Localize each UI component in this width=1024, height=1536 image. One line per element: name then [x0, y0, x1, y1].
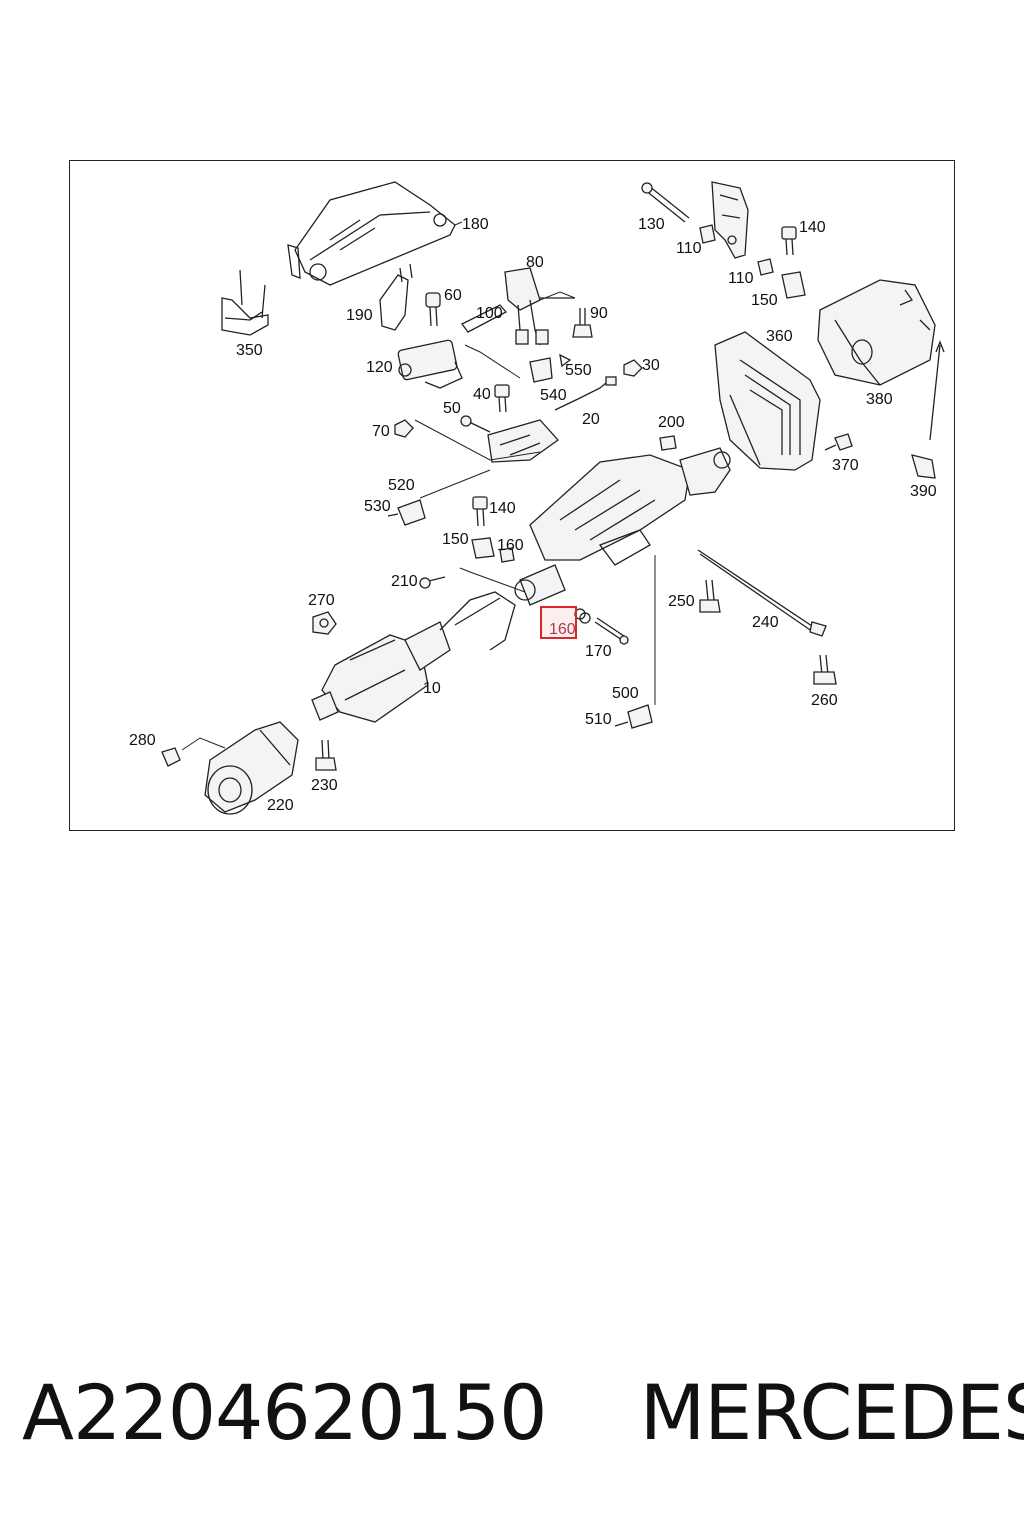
callout-70: 70 — [372, 423, 390, 440]
part-column-main — [514, 447, 731, 606]
callout-380: 380 — [866, 391, 893, 408]
callout-260: 260 — [811, 692, 838, 709]
part-120-motor — [397, 339, 463, 389]
part-380-cover — [817, 279, 936, 386]
part-360-housing — [714, 331, 821, 471]
callout-160-highlighted: 160 — [549, 621, 576, 638]
callout-50: 50 — [443, 400, 461, 417]
callout-230: 230 — [311, 777, 338, 794]
callout-110-b: 110 — [728, 270, 754, 287]
part-280-230-220 — [161, 721, 337, 815]
callout-200: 200 — [658, 414, 685, 431]
part-180-bracket — [287, 181, 456, 286]
callout-220: 220 — [267, 797, 294, 814]
callout-10: 10 — [423, 680, 441, 697]
callout-280: 280 — [129, 732, 156, 749]
callout-500: 500 — [612, 685, 639, 702]
part-250-240 — [697, 549, 827, 637]
callout-190: 190 — [346, 307, 373, 324]
part-130-bolt — [641, 182, 690, 223]
callout-110-a: 110 — [676, 240, 702, 257]
callout-labels: 180 350 190 60 80 90 100 120 550 540 40 … — [129, 216, 937, 814]
brand-name: MERCEDES — [639, 1368, 1024, 1457]
callout-90: 90 — [590, 305, 608, 322]
callout-240: 240 — [752, 614, 779, 631]
part-60-bolt — [425, 292, 441, 327]
part-caption: A2204620150 MERCEDES — [22, 1368, 1024, 1457]
callout-350: 350 — [236, 342, 263, 359]
callout-20: 20 — [582, 411, 600, 428]
part-370-200 — [659, 433, 853, 451]
part-390-clip — [911, 340, 945, 479]
highlight-box-160[interactable] — [540, 606, 577, 639]
callout-370: 370 — [832, 457, 859, 474]
leader-lines — [181, 221, 576, 751]
callout-210: 210 — [391, 573, 418, 590]
callout-150-b: 150 — [442, 531, 469, 548]
part-140-150-top — [781, 226, 806, 299]
callout-80: 80 — [526, 254, 544, 271]
callout-100: 100 — [476, 305, 503, 322]
callout-160-a: 160 — [497, 537, 524, 554]
callout-40: 40 — [473, 386, 491, 403]
callout-540: 540 — [540, 387, 567, 404]
callout-270: 270 — [308, 592, 335, 609]
part-110-nuts — [699, 224, 774, 276]
callout-520: 520 — [388, 477, 415, 494]
part-500-510 — [614, 555, 656, 729]
callout-150-a: 150 — [751, 292, 778, 309]
callout-130: 130 — [638, 216, 665, 233]
part-number: A2204620150 — [22, 1368, 548, 1457]
part-270-nut — [312, 611, 337, 635]
part-40-screw — [494, 384, 510, 413]
callout-120: 120 — [366, 359, 393, 376]
part-top-bracket — [711, 181, 749, 259]
callout-390: 390 — [910, 483, 937, 500]
callout-510: 510 — [585, 711, 612, 728]
part-540-550-clips — [529, 353, 572, 383]
callout-250: 250 — [668, 593, 695, 610]
callout-30: 30 — [642, 357, 660, 374]
callout-60: 60 — [444, 287, 462, 304]
part-520-530 — [387, 499, 426, 526]
part-350-clip — [221, 269, 269, 336]
part-50-70-lock — [394, 415, 559, 463]
part-260-bolt — [813, 654, 837, 685]
part-210-bolt — [419, 576, 446, 589]
callout-360: 360 — [766, 328, 793, 345]
callout-170: 170 — [585, 643, 612, 660]
part-100-pin — [461, 304, 508, 333]
part-10-shaft — [311, 591, 516, 723]
part-160-170 — [574, 608, 629, 645]
part-90-screw — [572, 308, 593, 338]
callout-140-b: 140 — [489, 500, 516, 517]
callout-140-a: 140 — [799, 219, 826, 236]
part-140-150-160-mid — [471, 496, 515, 563]
part-80-switch — [504, 267, 575, 346]
callout-550: 550 — [565, 362, 592, 379]
callout-530: 530 — [364, 498, 391, 515]
part-30-nut-20-cable — [554, 359, 643, 411]
part-190-bracket — [379, 263, 413, 331]
callout-180: 180 — [462, 216, 489, 233]
